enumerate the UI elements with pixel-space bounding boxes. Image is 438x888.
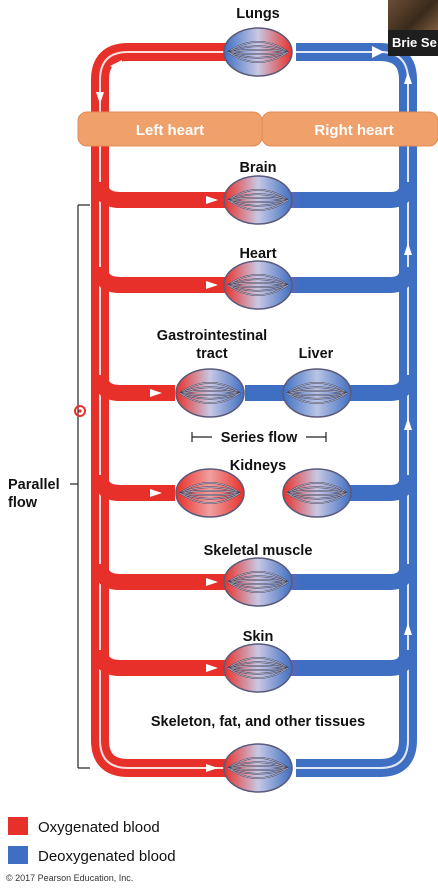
flow-arrows <box>96 46 412 772</box>
gi-label-line2: tract <box>196 346 228 362</box>
heart-label: Heart <box>239 246 276 262</box>
cursor-marker <box>74 405 86 417</box>
skeletal-muscle-label: Skeletal muscle <box>204 543 313 559</box>
participant-name-tag: Brie Se <box>388 30 438 56</box>
arrow-icon <box>372 46 384 58</box>
arrow-icon <box>150 389 162 397</box>
copyright-text: © 2017 Pearson Education, Inc. <box>6 873 133 883</box>
skin-bed <box>223 643 293 693</box>
arrow-icon <box>96 92 104 104</box>
arrow-icon <box>206 196 218 204</box>
series-flow-label: Series flow <box>221 430 298 446</box>
organ-labels: Lungs Brain Heart Gastrointestinal tract… <box>151 6 365 730</box>
kidney-bed-1 <box>175 468 245 518</box>
legend-deoxygenated-swatch <box>8 846 28 864</box>
gi-tract-bed <box>175 368 245 418</box>
arrow-icon <box>110 60 122 72</box>
video-thumbnail <box>388 0 438 30</box>
arrow-icon <box>206 578 218 586</box>
lungs-bed <box>223 27 293 77</box>
kidney-bed-2 <box>282 468 352 518</box>
skeletal-muscle-bed <box>223 557 293 607</box>
liver-label: Liver <box>299 346 334 362</box>
skeleton-label: Skeleton, fat, and other tissues <box>151 714 365 730</box>
lungs-label: Lungs <box>236 6 280 22</box>
arrow-icon <box>206 281 218 289</box>
heart-boxes: Left heart Right heart <box>77 111 438 147</box>
arrow-icon <box>206 664 218 672</box>
organ-beds <box>175 27 352 793</box>
arrow-icon <box>206 764 218 772</box>
heart-bed <box>223 260 293 310</box>
arrow-icon <box>404 623 412 635</box>
series-flow-bracket: Series flow <box>191 430 327 446</box>
brain-label: Brain <box>239 160 276 176</box>
gi-label-line1: Gastrointestinal <box>157 328 267 344</box>
legend: Oxygenated blood Deoxygenated blood © 20… <box>6 817 176 883</box>
arrow-icon <box>150 489 162 497</box>
arrow-icon <box>404 243 412 255</box>
left-heart-label: Left heart <box>136 122 204 139</box>
skeleton-bed <box>223 743 293 793</box>
parallel-flow-bracket: Parallel flow <box>8 204 90 769</box>
right-heart-label: Right heart <box>314 122 393 139</box>
skin-label: Skin <box>243 629 274 645</box>
kidneys-label: Kidneys <box>230 458 286 474</box>
legend-deoxygenated-label: Deoxygenated blood <box>38 848 176 865</box>
parallel-flow-label-line2: flow <box>8 495 38 511</box>
right-heart-box <box>261 111 438 147</box>
liver-bed <box>282 368 352 418</box>
parallel-flow-label-line1: Parallel <box>8 477 60 493</box>
legend-oxygenated-swatch <box>8 817 28 835</box>
arrow-icon <box>404 72 412 84</box>
legend-oxygenated-label: Oxygenated blood <box>38 819 160 836</box>
brain-bed <box>223 175 293 225</box>
arrow-icon <box>404 418 412 430</box>
